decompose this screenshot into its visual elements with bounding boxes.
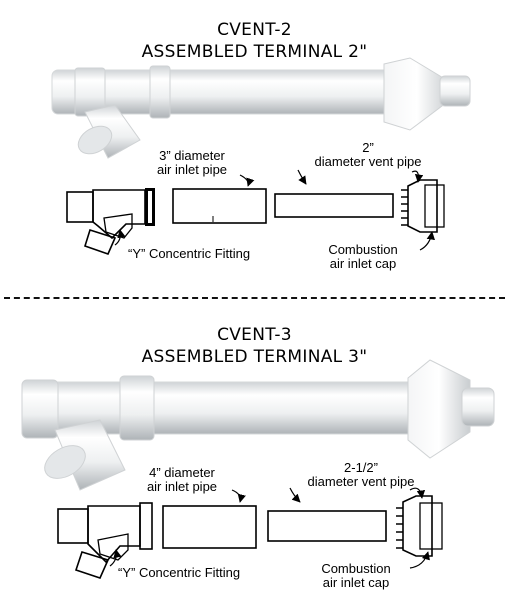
y-fitting-3-part xyxy=(57,502,153,579)
top-vent-label-line2: diameter vent pipe xyxy=(314,154,422,169)
top-air-inlet-label-line1: 3” diameter xyxy=(159,148,225,163)
bottom-air-inlet-label-line1: 4” diameter xyxy=(149,465,215,480)
assembled-terminal-3-photo xyxy=(21,359,495,491)
top-cap-label-line2: air inlet cap xyxy=(329,256,397,271)
vent-pipe-3-part xyxy=(267,510,387,542)
vent-pipe-2-part xyxy=(274,193,394,218)
bottom-model-title: CVENT-3 xyxy=(217,325,292,345)
top-air-inlet-label: 3” diameter air inlet pipe xyxy=(143,149,241,177)
top-vent-label: 2” diameter vent pipe xyxy=(303,141,433,169)
bottom-y-fitting-label: “Y” Concentric Fitting xyxy=(118,565,241,580)
bottom-air-inlet-label: 4” diameter air inlet pipe xyxy=(133,466,231,494)
top-subtitle: ASSEMBLED TERMINAL 2" xyxy=(141,42,368,62)
air-inlet-pipe-3-part xyxy=(162,505,257,549)
bottom-vent-label: 2-1/2” diameter vent pipe xyxy=(296,461,426,489)
top-model-title: CVENT-2 xyxy=(217,20,292,40)
top-air-inlet-label-line2: air inlet pipe xyxy=(156,162,228,177)
combustion-cap-2-part xyxy=(401,179,445,233)
bottom-subtitle: ASSEMBLED TERMINAL 3" xyxy=(141,347,368,367)
top-y-fitting-label: “Y” Concentric Fitting xyxy=(128,246,251,261)
section-divider xyxy=(4,297,505,299)
top-vent-label-line1: 2” xyxy=(362,140,374,155)
top-cap-label: Combustion air inlet cap xyxy=(313,243,413,271)
bottom-vent-label-line2: diameter vent pipe xyxy=(307,474,415,489)
air-inlet-pipe-2-part xyxy=(172,188,267,224)
bottom-vent-label-line1: 2-1/2” xyxy=(344,460,378,475)
top-cap-label-line1: Combustion xyxy=(328,242,398,257)
y-fitting-2-part xyxy=(66,188,155,255)
bottom-air-inlet-label-line2: air inlet pipe xyxy=(146,479,218,494)
combustion-cap-3-part xyxy=(396,495,443,557)
assembled-terminal-2-photo xyxy=(51,57,471,159)
bottom-cap-label: Combustion air inlet cap xyxy=(306,562,406,590)
exploded-parts-2 xyxy=(66,169,445,255)
bottom-cap-label-line2: air inlet cap xyxy=(322,575,390,590)
exploded-parts-3 xyxy=(57,487,443,579)
bottom-cap-label-line1: Combustion xyxy=(321,561,391,576)
